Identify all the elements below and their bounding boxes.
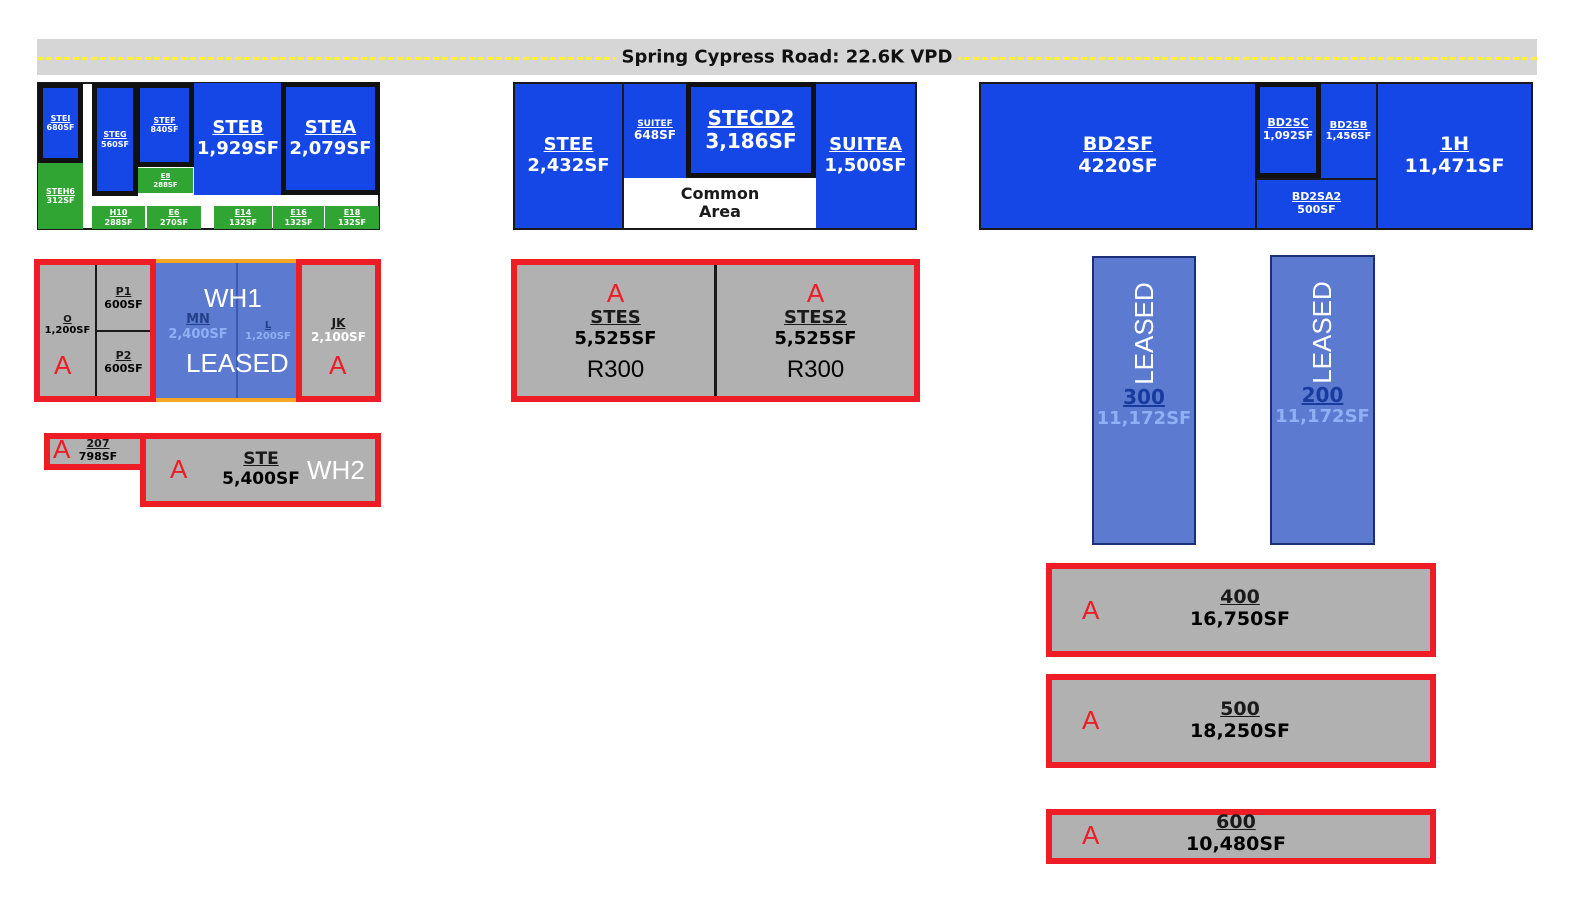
unit-e18[interactable]: E18 132SF — [325, 206, 379, 229]
unit-207[interactable] — [44, 433, 146, 470]
unit-bd2sa2[interactable]: BD2SA2 500SF — [1257, 180, 1376, 228]
wh2-label: WH2 — [307, 455, 365, 485]
wh1-mid-divider — [236, 263, 238, 398]
unit-ste[interactable] — [140, 433, 381, 507]
available-mark-600: A — [1082, 820, 1100, 850]
building-300-label: 300 11,172SF — [1096, 385, 1192, 430]
unit-suitef[interactable]: SUITEF 648SF — [624, 84, 686, 178]
wh1-left-divider-h — [97, 330, 150, 332]
unit-bd2sc[interactable]: BD2SC 1,092SF — [1255, 82, 1321, 178]
unit-207-label: 207 798SF — [78, 437, 118, 463]
unit-jk[interactable]: JK 2,100SF — [296, 259, 381, 402]
block3-divider-b — [1257, 178, 1376, 180]
wh1-leased-label: LEASED — [186, 348, 289, 378]
unit-p2[interactable]: P2 600SF — [104, 349, 143, 375]
unit-o[interactable]: O 1,200SF — [44, 313, 91, 337]
unit-p1[interactable]: P1 600SF — [104, 285, 143, 311]
unit-stecd2[interactable]: STECD2 3,186SF — [686, 82, 816, 178]
block2-divider — [622, 84, 624, 228]
building-600[interactable] — [1046, 809, 1436, 864]
block3-divider-c — [1376, 84, 1378, 228]
wh1-label: WH1 — [204, 283, 262, 313]
stes-divider — [714, 265, 717, 396]
unit-stes2[interactable]: A STES2 5,525SF R300 — [774, 277, 857, 383]
building-200[interactable]: LEASED 200 11,172SF — [1270, 255, 1375, 545]
unit-mn[interactable]: MN 2,400SF — [168, 312, 228, 342]
wh1-left-divider-v — [95, 265, 97, 396]
available-mark-stes2: A — [806, 277, 825, 308]
unit-stei[interactable]: STEI 680SF — [38, 83, 83, 163]
unit-e6[interactable]: E6 270SF — [147, 206, 201, 229]
building-200-label: 200 11,172SF — [1275, 383, 1370, 428]
available-mark-500: A — [1082, 705, 1100, 735]
available-mark-ste: A — [170, 454, 188, 484]
unit-e16[interactable]: E16 132SF — [273, 206, 324, 229]
unit-steh6[interactable]: STEH6 312SF — [38, 163, 83, 229]
building-400-label: 400 16,750SF — [1190, 586, 1290, 630]
building-300[interactable]: LEASED 300 11,172SF — [1092, 256, 1196, 545]
unit-steg[interactable]: STEG 560SF — [92, 83, 138, 196]
common-area: Common Area — [624, 178, 816, 228]
building-600-label: 600 10,480SF — [1186, 812, 1286, 855]
unit-stee[interactable]: STEE 2,432SF — [515, 84, 622, 228]
unit-ste-label: STE 5,400SF — [222, 449, 300, 489]
unit-bd2sb[interactable]: BD2SB 1,456SF — [1321, 84, 1376, 178]
unit-e14[interactable]: E14 132SF — [214, 206, 272, 229]
available-mark-400: A — [1082, 595, 1100, 625]
available-mark-jk: A — [329, 350, 347, 380]
building-500-label: 500 18,250SF — [1190, 698, 1290, 742]
unit-h10[interactable]: H10 288SF — [92, 206, 145, 229]
building-200-status: LEASED — [1307, 280, 1338, 384]
unit-1h[interactable]: 1H 11,471SF — [1378, 84, 1531, 228]
building-300-status: LEASED — [1128, 281, 1159, 385]
unit-stef[interactable]: STEF 840SF — [135, 83, 194, 167]
available-mark-o: A — [54, 350, 72, 380]
unit-steb[interactable]: STEB 1,929SF — [194, 83, 282, 195]
unit-stes[interactable]: A STES 5,525SF R300 — [574, 277, 657, 383]
road-label: Spring Cypress Road: 22.6K VPD — [615, 46, 959, 68]
available-mark-207: A — [53, 434, 71, 464]
unit-stea[interactable]: STEA 2,079SF — [281, 82, 380, 195]
available-mark-stes: A — [606, 277, 625, 308]
unit-l[interactable]: L 1,200SF — [245, 319, 291, 343]
road-spring-cypress: Spring Cypress Road: 22.6K VPD — [37, 39, 1537, 75]
unit-suitea[interactable]: SUITEA 1,500SF — [816, 84, 915, 228]
unit-bd2sf[interactable]: BD2SF 4220SF — [981, 84, 1255, 228]
building-400[interactable] — [1046, 563, 1436, 657]
building-500[interactable] — [1046, 674, 1436, 768]
unit-e8[interactable]: E8 288SF — [138, 168, 193, 193]
